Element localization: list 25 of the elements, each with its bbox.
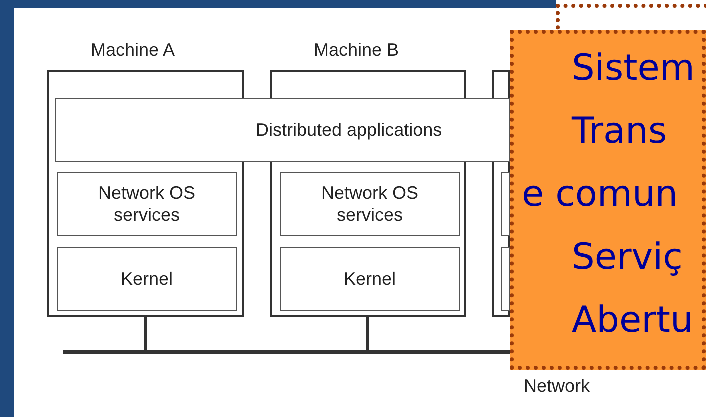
layer-label: Kernel [344, 268, 396, 290]
layer-label: Kernel [120, 268, 174, 290]
callout-text: Serviç [572, 237, 683, 278]
callout-text: e comun [522, 174, 678, 215]
layer-box [501, 172, 510, 236]
application-layer [55, 98, 510, 162]
callout-text: Trans [572, 111, 668, 152]
layer-label: Network OS services [97, 182, 197, 226]
layer-box [57, 172, 237, 236]
layer-box [501, 247, 510, 311]
network-label: Network [524, 376, 590, 397]
network-bus [63, 350, 510, 354]
layer-label: Distributed applications [256, 119, 442, 141]
callout-text: Sistem [572, 48, 695, 89]
machine-box [47, 70, 244, 317]
layer-box [280, 172, 460, 236]
layer-box [280, 247, 460, 311]
machine-label: Machine A [91, 40, 176, 61]
connector-line [366, 317, 370, 350]
callout-text: Abertu [572, 300, 694, 341]
layer-box [57, 247, 237, 311]
layer-label: Network OS services [320, 182, 420, 226]
connector-line [144, 317, 147, 350]
machine-label: Machine B [314, 40, 400, 61]
callout-box [510, 30, 706, 370]
